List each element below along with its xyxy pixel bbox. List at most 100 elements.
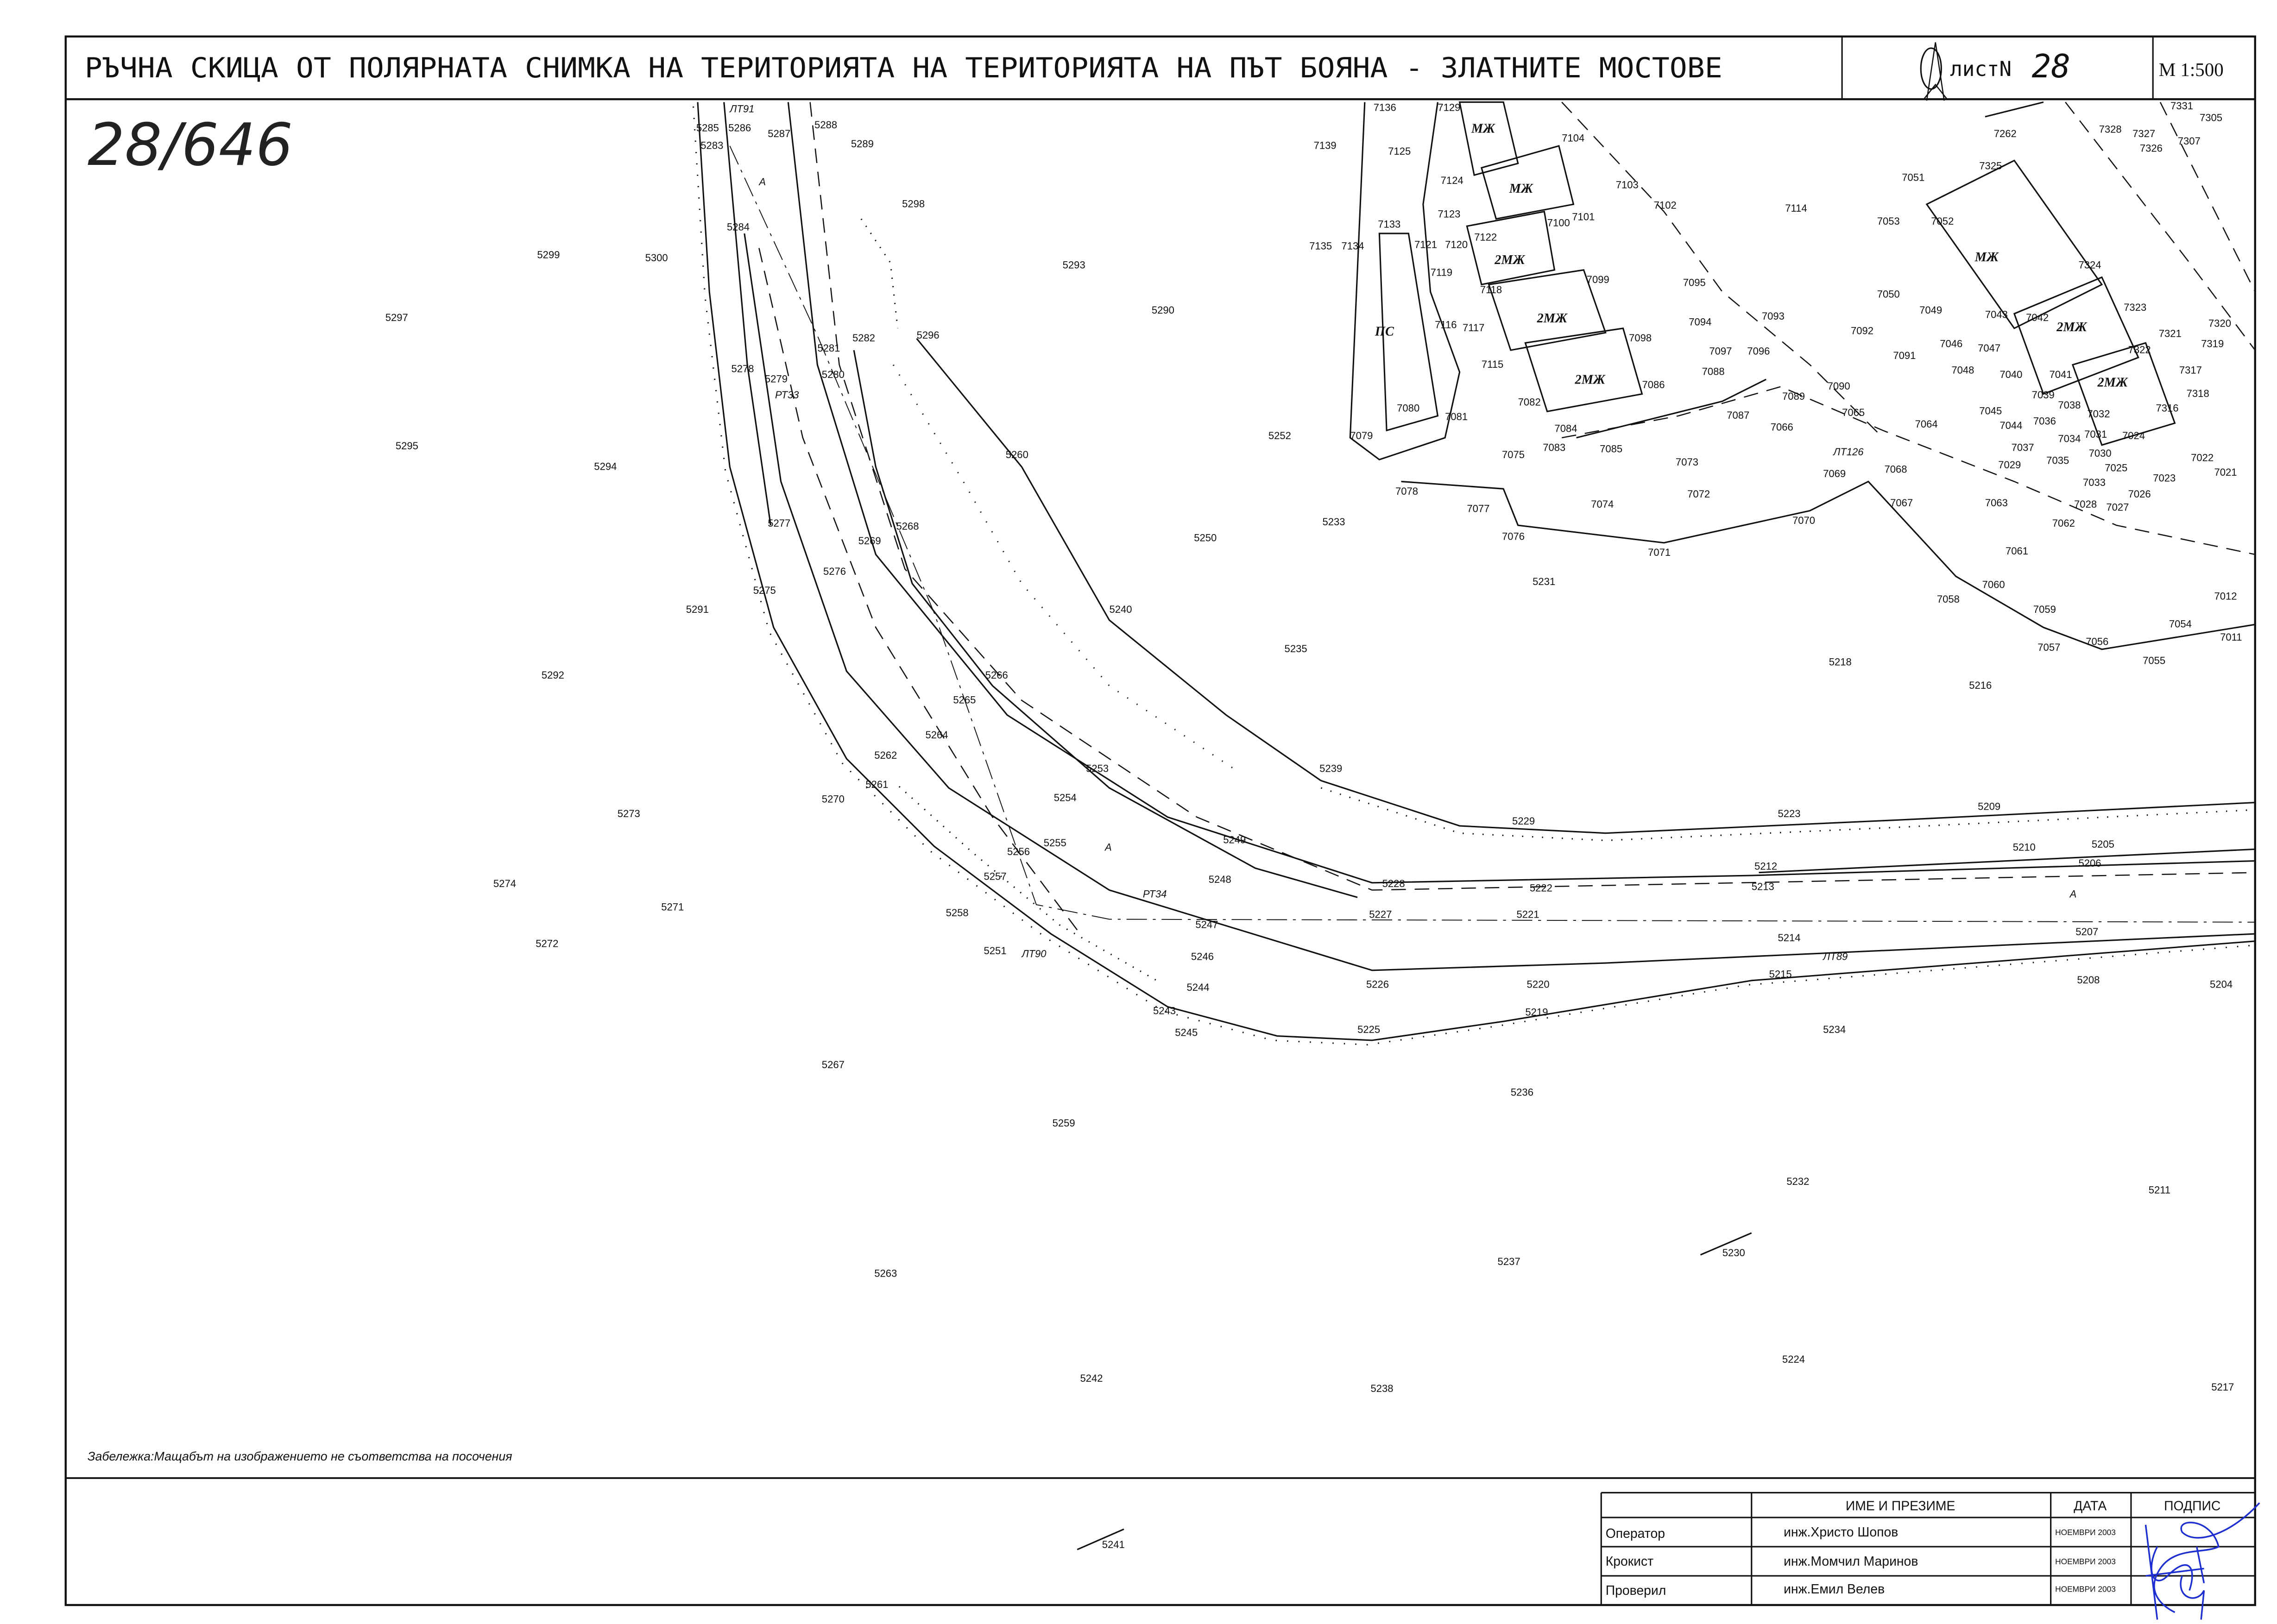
- point-number-label: 5218: [1829, 656, 1852, 667]
- point-number-label: 5221: [1517, 908, 1539, 920]
- point-number-label: 5231: [1533, 576, 1555, 587]
- direction-arrow: [1700, 1232, 1752, 1256]
- point-number-label: 7066: [1771, 421, 1793, 433]
- point-number-label: 7305: [2200, 112, 2222, 123]
- point-number-label: 5263: [874, 1267, 897, 1279]
- point-number-label: 7076: [1502, 531, 1525, 542]
- point-number-label: 5211: [2149, 1184, 2170, 1196]
- point-number-label: 7082: [1518, 397, 1541, 408]
- point-number-label: 5244: [1186, 982, 1209, 993]
- point-number-label: 7030: [2089, 447, 2112, 459]
- point-number-label: 5281: [817, 342, 840, 354]
- point-number-label: 7063: [1985, 497, 2008, 509]
- point-number-label: 7028: [2074, 498, 2097, 510]
- point-number-label: 7026: [2128, 488, 2151, 500]
- point-number-label: 7324: [2079, 259, 2101, 271]
- point-number-label: 7125: [1388, 145, 1411, 157]
- point-number-label: 7119: [1431, 266, 1452, 278]
- point-number-label: 5216: [1969, 680, 1992, 691]
- point-number-label: 7102: [1654, 199, 1677, 211]
- station-label: ЛТ91: [729, 103, 754, 115]
- row-role: Проверил: [1606, 1583, 1666, 1598]
- row-name: инж.Момчил Маринов: [1784, 1554, 1918, 1569]
- building-type-label: 2МЖ: [1537, 311, 1568, 326]
- point-number-label: 7069: [1823, 468, 1846, 479]
- point-number-label: 5239: [1319, 762, 1342, 774]
- point-number-label: 7022: [2191, 452, 2214, 463]
- point-number-label: 5219: [1525, 1006, 1548, 1018]
- point-number-label: 5250: [1194, 532, 1217, 544]
- station-label: ЛТ90: [1021, 948, 1047, 959]
- building-type-label: 2МЖ: [2097, 376, 2128, 390]
- point-number-label: 7099: [1587, 274, 1609, 285]
- point-number-label: 5279: [765, 373, 788, 384]
- point-number-label: 7123: [1438, 208, 1460, 220]
- point-number-label: 7054: [2169, 618, 2192, 630]
- cadastre-logo-icon: [1920, 42, 1948, 101]
- station-label: РТ33: [775, 389, 799, 401]
- point-number-label: 5234: [1823, 1024, 1846, 1035]
- station-label: РТ34: [1143, 888, 1167, 900]
- point-number-label: 7077: [1467, 503, 1489, 515]
- point-number-label: 5254: [1054, 792, 1077, 803]
- point-number-label: 5261: [865, 779, 888, 790]
- point-number-label: 5259: [1053, 1117, 1075, 1129]
- point-number-label: 7122: [1474, 232, 1497, 243]
- point-number-label: 7070: [1792, 515, 1815, 526]
- point-number-label: 7053: [1877, 215, 1900, 227]
- point-number-label: 7092: [1851, 325, 1873, 336]
- building-type-label: 2МЖ: [1575, 372, 1606, 387]
- point-number-label: 7115: [1482, 359, 1503, 370]
- point-number-label: 7083: [1543, 441, 1565, 453]
- point-number-label: 7038: [2058, 399, 2081, 411]
- point-number-label: 7074: [1591, 498, 1614, 510]
- point-number-label: 7098: [1629, 332, 1652, 344]
- point-number-label: 5258: [946, 907, 969, 919]
- row-role: Оператор: [1606, 1526, 1665, 1541]
- point-number-label: 5238: [1370, 1383, 1393, 1394]
- point-number-label: 7114: [1785, 202, 1807, 214]
- point-number-label: 7047: [1978, 342, 2000, 354]
- point-number-label: 5229: [1512, 815, 1535, 827]
- point-number-label: 7088: [1702, 366, 1725, 378]
- point-number-label: 7050: [1877, 289, 1900, 300]
- direction-arrow: [1077, 1528, 1124, 1550]
- point-number-label: 7065: [1842, 407, 1865, 418]
- point-number-label: 7321: [2159, 328, 2182, 340]
- point-number-label: 7087: [1727, 409, 1749, 421]
- point-number-label: 5293: [1063, 259, 1085, 271]
- point-number-label: 7320: [2208, 318, 2231, 329]
- point-number-label: 7046: [1940, 338, 1962, 350]
- point-number-label: 5292: [542, 669, 564, 681]
- point-number-label: 5217: [2211, 1381, 2234, 1393]
- point-number-label: 7044: [1999, 420, 2022, 431]
- point-number-label: 5226: [1366, 979, 1389, 990]
- point-number-label: 5280: [822, 369, 845, 380]
- point-number-label: 7048: [1951, 364, 1974, 376]
- point-number-label: 5210: [2013, 841, 2036, 853]
- point-number-label: 7059: [2033, 604, 2056, 615]
- point-number-label: 7034: [2058, 433, 2081, 444]
- point-number-label: 5269: [858, 535, 881, 547]
- point-number-label: 7089: [1782, 390, 1805, 402]
- point-number-label: 7091: [1893, 350, 1916, 361]
- point-number-label: 5249: [1223, 834, 1246, 846]
- point-number-label: 5213: [1752, 881, 1774, 893]
- point-number-label: 7058: [1937, 593, 1960, 605]
- point-number-label: 7075: [1502, 449, 1525, 460]
- map-scale: М 1:500: [2159, 59, 2224, 80]
- point-number-label: 7323: [2124, 302, 2146, 313]
- point-number-label: 5242: [1080, 1372, 1103, 1384]
- sheet-label: листN: [1950, 57, 2012, 81]
- point-number-label: 5296: [917, 329, 940, 341]
- point-number-label: 5266: [985, 669, 1008, 681]
- point-number-label: 5214: [1778, 932, 1800, 944]
- point-number-label: 7062: [2052, 517, 2075, 529]
- point-number-label: 7084: [1554, 422, 1577, 434]
- point-number-label: 5300: [645, 252, 668, 264]
- point-number-label: 5212: [1754, 860, 1777, 872]
- point-number-label: 7042: [2026, 312, 2049, 323]
